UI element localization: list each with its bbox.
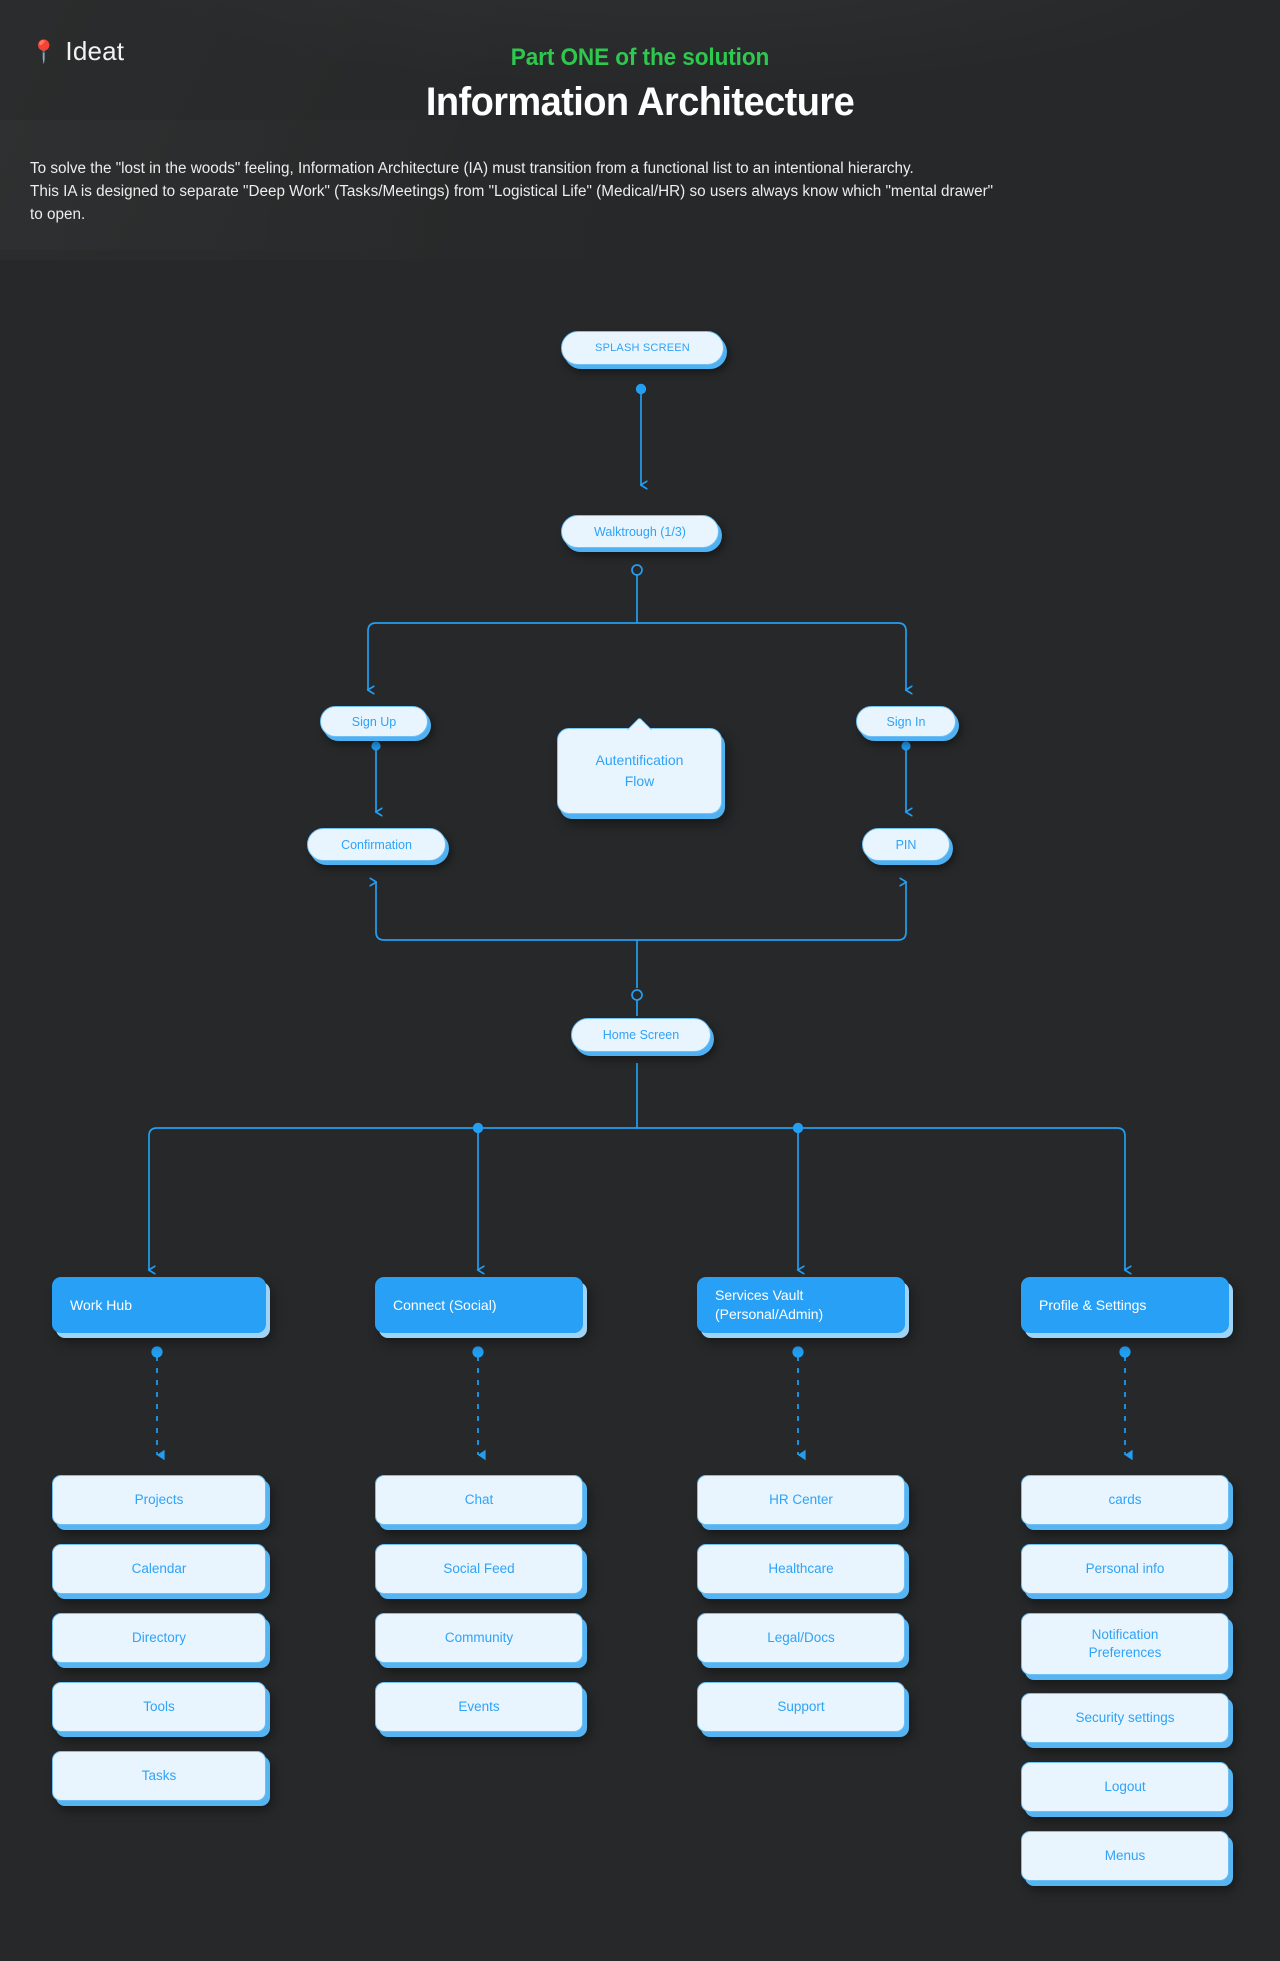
callout-notch-icon (627, 717, 653, 730)
leaf-card-tasks[interactable]: Tasks (52, 1751, 266, 1801)
callout-line-2: Flow (624, 773, 655, 789)
page-kicker: Part ONE of the solution (510, 44, 770, 71)
leaf-card-label: Tasks (141, 1768, 177, 1783)
leaf-card-label: Menus (1104, 1848, 1146, 1863)
map-pin-icon: 📍 (30, 38, 58, 64)
leaf-card-hr-center[interactable]: HR Center (697, 1475, 905, 1525)
leaf-card-menus[interactable]: Menus (1021, 1831, 1229, 1881)
brand-logo: 📍 Ideat (30, 36, 124, 67)
category-label-line-1: Profile & Settings (1039, 1296, 1147, 1313)
leaf-card-label: Chat (464, 1492, 494, 1507)
leaf-card-label: Calendar (131, 1561, 187, 1576)
leaf-card-label: Events (458, 1699, 500, 1714)
leaf-card-label: Projects (134, 1492, 184, 1507)
node-home-screen-label: Home Screen (602, 1028, 680, 1042)
leaf-card-label: Directory (131, 1630, 186, 1645)
leaf-card-logout[interactable]: Logout (1021, 1762, 1229, 1812)
category-card-services-vault[interactable]: Services Vault (Personal/Admin) (697, 1277, 905, 1333)
leaf-card-label: HR Center (769, 1492, 833, 1507)
leaf-card-calendar[interactable]: Calendar (52, 1544, 266, 1594)
leaf-card-label: Security settings (1075, 1710, 1175, 1725)
leaf-card-events[interactable]: Events (375, 1682, 583, 1732)
leaf-card-community[interactable]: Community (375, 1613, 583, 1663)
leaf-card-label: Community (444, 1630, 514, 1645)
brand-name: Ideat (65, 36, 125, 66)
description-line-2: This IA is designed to separate "Deep Wo… (30, 183, 994, 200)
node-pin-label: PIN (895, 837, 917, 852)
node-walkthrough-label: Walktrough (1/3) (594, 524, 686, 539)
leaf-card-support[interactable]: Support (697, 1682, 905, 1732)
callout-line-1: Autentification (595, 752, 684, 768)
leaf-card-label: Social Feed (443, 1561, 515, 1576)
node-sign-in[interactable]: Sign In (856, 706, 956, 737)
leaf-card-security-settings[interactable]: Security settings (1021, 1693, 1229, 1743)
category-card-services-vault-label: Services Vault (Personal/Admin) (715, 1286, 823, 1324)
category-card-connect-social-label: Connect (Social) (393, 1296, 497, 1315)
leaf-card-projects[interactable]: Projects (52, 1475, 266, 1525)
leaf-card-label: Support (777, 1699, 825, 1714)
leaf-card-personal-info[interactable]: Personal info (1021, 1544, 1229, 1594)
callout-authentication-flow: Autentification Flow (557, 728, 722, 814)
node-sign-up-label: Sign Up (351, 714, 397, 729)
node-confirmation[interactable]: Confirmation (307, 828, 446, 861)
leaf-card-label: Healthcare (768, 1561, 834, 1576)
node-splash-screen-label: SPLASH SCREEN (595, 342, 690, 354)
leaf-card-label: cards (1108, 1492, 1142, 1507)
leaf-card-directory[interactable]: Directory (52, 1613, 266, 1663)
leaf-card-healthcare[interactable]: Healthcare (697, 1544, 905, 1594)
category-card-connect-social[interactable]: Connect (Social) (375, 1277, 583, 1333)
category-card-profile-settings[interactable]: Profile & Settings (1021, 1277, 1229, 1333)
node-sign-in-label: Sign In (886, 714, 926, 729)
page-title: Information Architecture (425, 80, 855, 124)
description-line-3: to open. (30, 206, 86, 223)
category-card-work-hub[interactable]: Work Hub (52, 1277, 266, 1333)
category-label-line-1: Work Hub (70, 1296, 132, 1313)
callout-text: Autentification Flow (596, 750, 684, 792)
leaf-card-label: Tools (143, 1699, 175, 1714)
node-walkthrough[interactable]: Walktrough (1/3) (561, 515, 719, 548)
leaf-card-chat[interactable]: Chat (375, 1475, 583, 1525)
leaf-card-tools[interactable]: Tools (52, 1682, 266, 1732)
leaf-card-social-feed[interactable]: Social Feed (375, 1544, 583, 1594)
node-sign-up[interactable]: Sign Up (320, 706, 428, 737)
category-card-profile-settings-label: Profile & Settings (1039, 1296, 1146, 1315)
leaf-card-label: Legal/Docs (767, 1630, 835, 1645)
leaf-card-cards[interactable]: cards (1021, 1475, 1229, 1525)
node-confirmation-label: Confirmation (341, 837, 412, 852)
page-description: To solve the "lost in the woods" feeling… (30, 157, 1256, 226)
category-label-line-2: (Personal/Admin) (715, 1306, 824, 1322)
leaf-card-label: Personal info (1085, 1561, 1165, 1576)
node-home-screen[interactable]: Home Screen (571, 1018, 711, 1052)
category-label-line-1: Services Vault (715, 1287, 804, 1303)
description-line-1: To solve the "lost in the woods" feeling… (30, 160, 914, 177)
leaf-card-legal-docs[interactable]: Legal/Docs (697, 1613, 905, 1663)
leaf-card-label: Logout (1104, 1779, 1146, 1794)
category-card-work-hub-label: Work Hub (70, 1296, 132, 1315)
node-pin[interactable]: PIN (862, 828, 950, 861)
node-splash-screen[interactable]: SPLASH SCREEN (561, 331, 724, 365)
category-label-line-1: Connect (Social) (393, 1296, 497, 1313)
